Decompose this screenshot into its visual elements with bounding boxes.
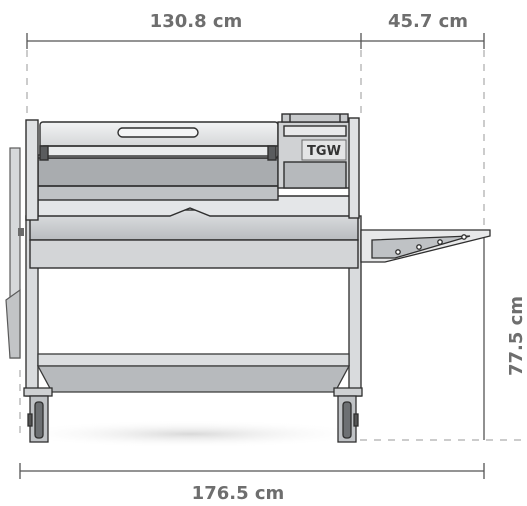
- overall-width-label: 176.5 cm: [192, 483, 285, 504]
- side-shelf-bracket: [360, 229, 491, 263]
- bottom-shelf: [36, 353, 351, 393]
- left-side-panel: [5, 147, 24, 359]
- right-caster: [333, 387, 363, 443]
- brand-badge-plate: [301, 139, 347, 161]
- floor-shadow: [10, 420, 370, 448]
- height-label: 77.5 cm: [506, 296, 527, 376]
- top-side-width-label: 45.7 cm: [388, 11, 468, 32]
- top-dimension-lines: [26, 33, 485, 49]
- brand-badge: TGW: [307, 144, 341, 159]
- bottom-dimension-line: [19, 463, 485, 479]
- grill-body: [25, 113, 360, 269]
- left-caster: [23, 387, 53, 443]
- top-main-width-label: 130.8 cm: [150, 11, 243, 32]
